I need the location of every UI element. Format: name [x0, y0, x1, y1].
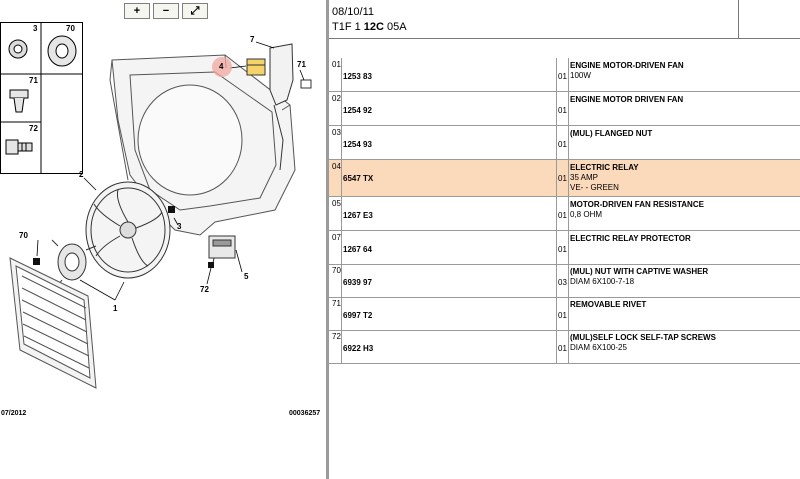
table-row[interactable]: 72 6922 H3 01 (MUL)SELF LOCK SELF-TAP SC…: [329, 330, 800, 364]
row-position: 02: [332, 94, 341, 103]
row-quantity: 01: [558, 211, 567, 220]
row-part-number: 1267 E3: [343, 211, 373, 220]
zoom-out-icon: −: [162, 5, 170, 17]
row-position: 01: [332, 60, 341, 69]
table-row[interactable]: 05 1267 E3 01 MOTOR-DRIVEN FAN RESISTANC…: [329, 197, 800, 231]
row-detail: VE- - GREEN: [570, 183, 619, 192]
callout-7[interactable]: 7: [250, 35, 255, 44]
legend-number: 3: [33, 24, 38, 33]
radiator: [9, 257, 97, 389]
row-quantity: 03: [558, 278, 567, 287]
leader-lines: [36, 41, 305, 301]
zoom-fit-button[interactable]: ⤢: [182, 3, 208, 19]
row-description: (MUL) FLANGED NUT: [570, 129, 653, 138]
callout-4[interactable]: 4: [219, 62, 224, 71]
row-position: 04: [332, 162, 341, 171]
row-part-number: 1253 83: [343, 72, 372, 81]
callout-3[interactable]: 3: [177, 222, 182, 231]
pane-divider[interactable]: [326, 0, 329, 479]
table-row[interactable]: 70 6939 97 03 (MUL) NUT WITH CAPTIVE WAS…: [329, 264, 800, 298]
flanged-nut-mark: [168, 206, 175, 213]
row-description: ENGINE MOTOR-DRIVEN FAN: [570, 61, 684, 70]
row-part-number: 1267 64: [343, 245, 372, 254]
screw-icon: [5, 139, 33, 155]
catalog-date: 08/10/11: [332, 6, 375, 18]
diagram-reference: 00036257: [289, 410, 321, 417]
row-quantity: 01: [558, 245, 567, 254]
row-quantity: 01: [558, 140, 567, 149]
relay-bracket: [269, 43, 312, 171]
catalog-section-code: T1F 1 12C 05A: [332, 21, 407, 33]
rivet-icon: [9, 89, 29, 113]
row-description: ELECTRIC RELAY: [570, 163, 639, 172]
row-description: ELECTRIC RELAY PROTECTOR: [570, 234, 691, 243]
selected-callout-highlight: [212, 57, 232, 77]
row-quantity: 01: [558, 344, 567, 353]
fan-resistance: [208, 235, 236, 269]
row-position: 07: [332, 233, 341, 242]
parts-diagram[interactable]: + − ⤢: [0, 0, 326, 479]
table-row[interactable]: 02 1254 92 01 ENGINE MOTOR DRIVEN FAN: [329, 92, 800, 126]
row-part-number: 6997 T2: [343, 311, 373, 320]
row-detail: 0,8 OHM: [570, 210, 603, 219]
row-detail: DIAM 6X100-25: [570, 343, 627, 352]
captive-nut-mark: [33, 258, 40, 265]
row-position: 03: [332, 128, 341, 137]
parts-list-panel: 08/10/11 T1F 1 12C 05A 01 1253 83 01 ENG…: [329, 0, 800, 479]
exploded-view-drawing: [9, 41, 312, 389]
fan-blade: [85, 181, 171, 279]
table-row[interactable]: 07 1267 64 01 ELECTRIC RELAY PROTECTOR: [329, 231, 800, 265]
callout-71[interactable]: 71: [297, 60, 306, 69]
table-row-selected[interactable]: 04 6547 TX 01 ELECTRIC RELAY 35 AMP VE- …: [329, 160, 800, 197]
callout-2[interactable]: 2: [79, 170, 84, 179]
row-description: (MUL)SELF LOCK SELF-TAP SCREWS: [570, 333, 716, 342]
parts-list-header: 08/10/11 T1F 1 12C 05A: [329, 0, 800, 39]
row-part-number: 1254 93: [343, 140, 372, 149]
table-row[interactable]: 71 6997 T2 01 REMOVABLE RIVET: [329, 297, 800, 331]
row-quantity: 01: [558, 72, 567, 81]
legend-frame: [0, 22, 83, 174]
row-position: 05: [332, 199, 341, 208]
callout-70[interactable]: 70: [19, 231, 28, 240]
row-position: 70: [332, 266, 341, 275]
table-row[interactable]: 03 1254 93 01 (MUL) FLANGED NUT: [329, 126, 800, 160]
table-row[interactable]: 01 1253 83 01 ENGINE MOTOR-DRIVEN FAN 10…: [329, 58, 800, 92]
row-quantity: 01: [558, 311, 567, 320]
small-parts-legend: 3 70 71 72: [0, 22, 83, 174]
legend-number: 71: [29, 76, 38, 85]
row-part-number: 6939 97: [343, 278, 372, 287]
zoom-in-button[interactable]: +: [124, 3, 150, 19]
header-divider: [738, 0, 739, 38]
row-quantity: 01: [558, 174, 567, 183]
row-quantity: 01: [558, 106, 567, 115]
washer-nut-icon: [47, 35, 77, 67]
diagram-date: 07/2012: [1, 410, 27, 417]
row-detail: DIAM 6X100-7-18: [570, 277, 635, 286]
row-description: ENGINE MOTOR DRIVEN FAN: [570, 95, 684, 104]
nut-icon: [8, 39, 28, 59]
row-description: REMOVABLE RIVET: [570, 300, 647, 309]
zoom-in-icon: +: [133, 5, 141, 17]
zoom-toolbar: + − ⤢: [124, 3, 208, 19]
row-detail: 100W: [570, 71, 591, 80]
row-part-number: 6547 TX: [343, 174, 374, 183]
row-position: 71: [332, 299, 341, 308]
legend-number: 70: [66, 24, 75, 33]
callout-72[interactable]: 72: [200, 285, 209, 294]
row-description: MOTOR-DRIVEN FAN RESISTANCE: [570, 200, 704, 209]
legend-number: 72: [29, 124, 38, 133]
electric-relay: [246, 58, 266, 76]
row-part-number: 1254 92: [343, 106, 372, 115]
callout-5[interactable]: 5: [244, 272, 249, 281]
row-position: 72: [332, 332, 341, 341]
zoom-out-button[interactable]: −: [153, 3, 179, 19]
zoom-fit-icon: ⤢: [190, 4, 200, 17]
fan-shroud: [109, 54, 296, 236]
row-description: (MUL) NUT WITH CAPTIVE WASHER: [570, 267, 709, 276]
row-part-number: 6922 H3: [343, 344, 374, 353]
row-detail: 35 AMP: [570, 173, 599, 182]
callout-1[interactable]: 1: [113, 304, 118, 313]
screw-mark: [208, 262, 214, 268]
